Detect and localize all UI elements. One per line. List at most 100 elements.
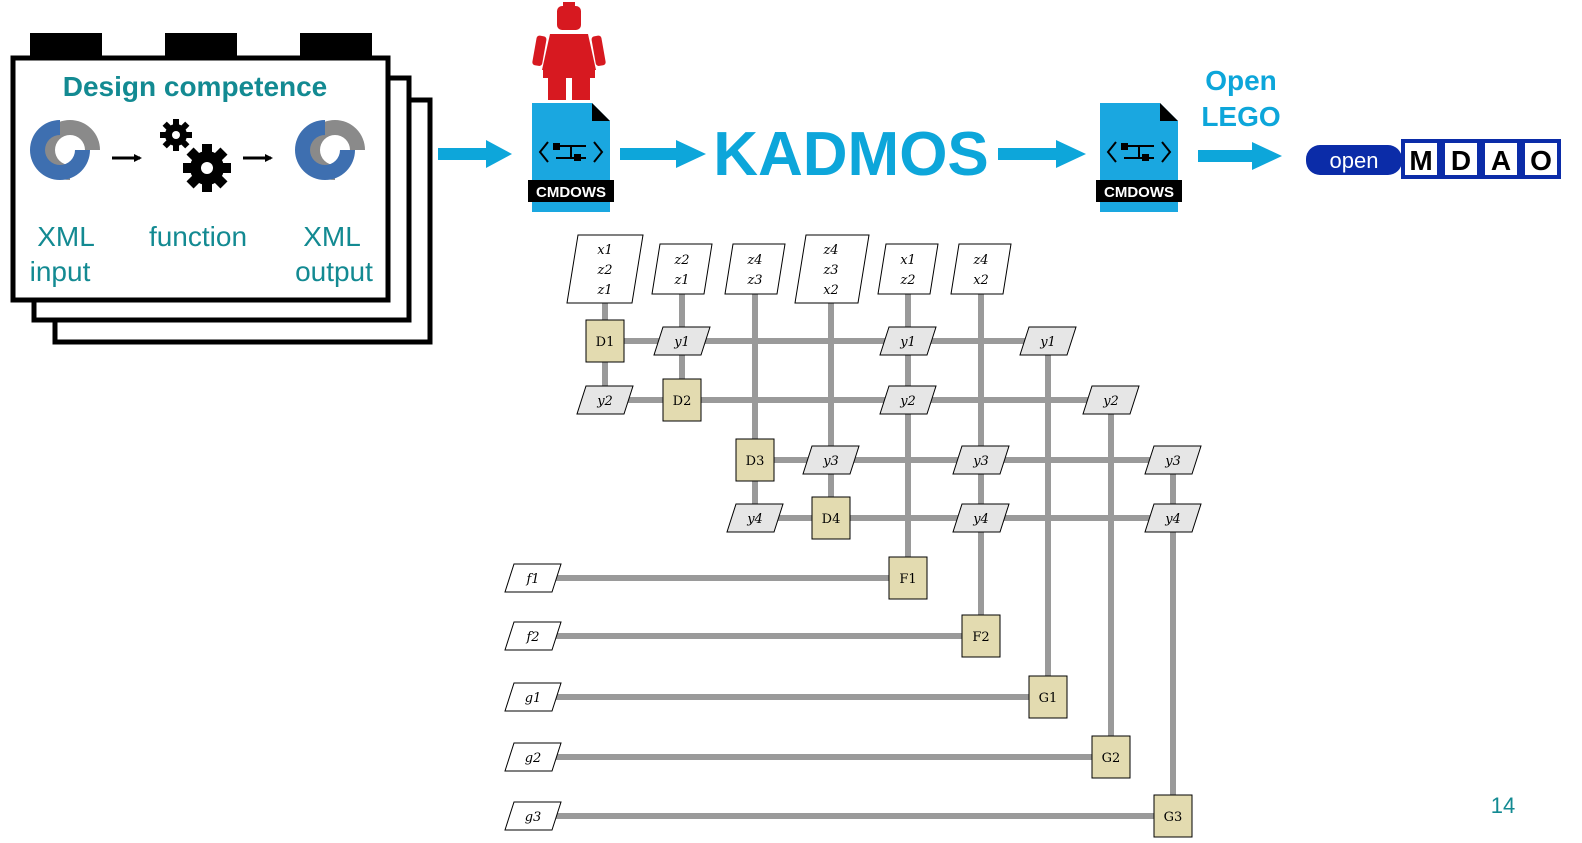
openmdao-letter-d: D — [1451, 145, 1471, 176]
svg-text:y2: y2 — [596, 394, 613, 409]
svg-text:y3: y3 — [822, 454, 839, 469]
xdsm-diagram — [540, 290, 1176, 819]
arrow-cmdows-to-openmdao — [1198, 142, 1282, 170]
input-d4-var-3: x2 — [823, 283, 839, 298]
svg-text:g2: g2 — [525, 751, 542, 766]
svg-text:y2: y2 — [1102, 394, 1119, 409]
pipeline: CMDOWS KADMOS CMDOWS — [438, 2, 1561, 212]
openlego-label-line2: LEGO — [1201, 101, 1280, 132]
svg-text:f2: f2 — [525, 630, 539, 645]
output-f2: f2 — [504, 621, 562, 651]
svg-text:y4: y4 — [1164, 512, 1181, 527]
coupling-y4-d3: y4 — [726, 503, 784, 533]
input-d4-var-2: z3 — [822, 263, 838, 278]
svg-text:y1: y1 — [899, 335, 916, 350]
xml-input-label-line1: XML — [37, 221, 95, 252]
arrow-kadmos-to-cmdows — [998, 140, 1086, 168]
xdsm-input-f1: x1 z2 — [877, 243, 939, 295]
function-label: function — [149, 221, 247, 252]
xml-output-logo-icon — [295, 120, 365, 180]
cmdows-file-icon-1: CMDOWS — [528, 103, 614, 212]
function-block-d4: D4 — [811, 496, 851, 540]
function-block-f1: F1 — [888, 556, 928, 600]
svg-text:y3: y3 — [972, 454, 989, 469]
svg-text:D2: D2 — [673, 394, 692, 409]
output-g2: g2 — [504, 742, 562, 772]
function-block-g2: G2 — [1091, 735, 1131, 779]
svg-text:y4: y4 — [972, 512, 989, 527]
function-block-f2: F2 — [961, 614, 1001, 658]
openmdao-logo: open M D A O — [1306, 139, 1561, 179]
coupling-y2-g2: y2 — [1082, 385, 1140, 415]
cmdows-label-1: CMDOWS — [536, 184, 606, 201]
coupling-y2-f1: y2 — [879, 385, 937, 415]
function-block-g3: G3 — [1153, 794, 1193, 838]
svg-text:D1: D1 — [596, 335, 615, 350]
coupling-y4-g3: y4 — [1144, 503, 1202, 533]
xdsm-couplings: y1 y1 y1 y2 y2 y2 y3 y3 y3 y4 y4 y4 — [576, 326, 1202, 533]
svg-text:G1: G1 — [1039, 691, 1058, 706]
xdsm-input-d4: z4 z3 x2 — [794, 234, 870, 304]
xdsm-inputs: x1 z2 z1 z2 z1 z4 z3 z4 z3 x2 x1 z2 z4 — [566, 234, 1012, 304]
input-d1-var-2: z2 — [596, 263, 612, 278]
lego-minifigure-icon — [532, 2, 606, 100]
arrow-card-to-cmdows — [438, 140, 512, 168]
design-competence-card: Design competence — [10, 33, 433, 345]
xml-input-label-line2: input — [30, 256, 91, 287]
coupling-y4-f2: y4 — [952, 503, 1010, 533]
xml-output-label-line2: output — [295, 256, 373, 287]
xdsm-input-f2: z4 x2 — [950, 243, 1012, 295]
svg-text:g3: g3 — [525, 810, 542, 825]
input-d3-var-1: z4 — [746, 253, 762, 268]
openmdao-letter-o: O — [1530, 145, 1552, 176]
coupling-y3-f2: y3 — [952, 445, 1010, 475]
input-d2-var-2: z1 — [673, 273, 689, 288]
page-number: 14 — [1491, 793, 1515, 818]
input-f1-var-2: z2 — [899, 273, 915, 288]
svg-text:D4: D4 — [822, 512, 841, 527]
coupling-y3-g3: y3 — [1144, 445, 1202, 475]
card-title: Design competence — [63, 71, 328, 102]
function-block-d3: D3 — [735, 438, 775, 482]
openmdao-letter-m: M — [1409, 145, 1432, 176]
input-d2-var-1: z2 — [673, 253, 689, 268]
coupling-y2-d1: y2 — [576, 385, 634, 415]
cmdows-file-icon-2: CMDOWS — [1096, 103, 1182, 212]
xdsm-outputs: f1 f2 g1 g2 g3 — [504, 563, 562, 831]
xml-input-logo-icon — [30, 120, 100, 180]
svg-text:G2: G2 — [1102, 751, 1121, 766]
input-d1-var-1: x1 — [597, 243, 613, 258]
input-d3-var-2: z3 — [746, 273, 762, 288]
coupling-y1-f1: y1 — [879, 326, 937, 356]
svg-text:y3: y3 — [1164, 454, 1181, 469]
svg-text:F1: F1 — [899, 572, 916, 587]
arrow-cmdows-to-kadmos — [620, 140, 706, 168]
svg-text:g1: g1 — [525, 691, 542, 706]
xdsm-input-d3: z4 z3 — [724, 243, 786, 295]
kadmos-title: KADMOS — [713, 120, 989, 189]
function-block-d1: D1 — [585, 319, 625, 363]
svg-text:y2: y2 — [899, 394, 916, 409]
output-g3: g3 — [504, 801, 562, 831]
coupling-y1-d2: y1 — [653, 326, 711, 356]
function-block-g1: G1 — [1028, 675, 1068, 719]
svg-text:F2: F2 — [972, 630, 989, 645]
xdsm-input-d1: x1 z2 z1 — [566, 234, 644, 304]
input-f1-var-1: x1 — [900, 253, 916, 268]
xdsm-functions: D1 D2 D3 D4 F1 F2 G1 G2 G3 — [585, 319, 1193, 838]
openmdao-prefix: open — [1330, 148, 1379, 173]
svg-text:G3: G3 — [1164, 810, 1183, 825]
coupling-y3-d4: y3 — [802, 445, 860, 475]
output-g1: g1 — [504, 682, 562, 712]
openlego-label-line1: Open — [1205, 65, 1277, 96]
xml-output-label-line1: XML — [303, 221, 361, 252]
xdsm-input-d2: z2 z1 — [651, 243, 713, 295]
output-f1: f1 — [504, 563, 562, 593]
openmdao-letter-a: A — [1491, 145, 1511, 176]
svg-text:D3: D3 — [746, 454, 765, 469]
input-d4-var-1: z4 — [822, 243, 838, 258]
svg-text:f1: f1 — [525, 572, 539, 587]
cmdows-label-2: CMDOWS — [1104, 184, 1174, 201]
input-d1-var-3: z1 — [596, 283, 612, 298]
coupling-y1-g1: y1 — [1019, 326, 1077, 356]
